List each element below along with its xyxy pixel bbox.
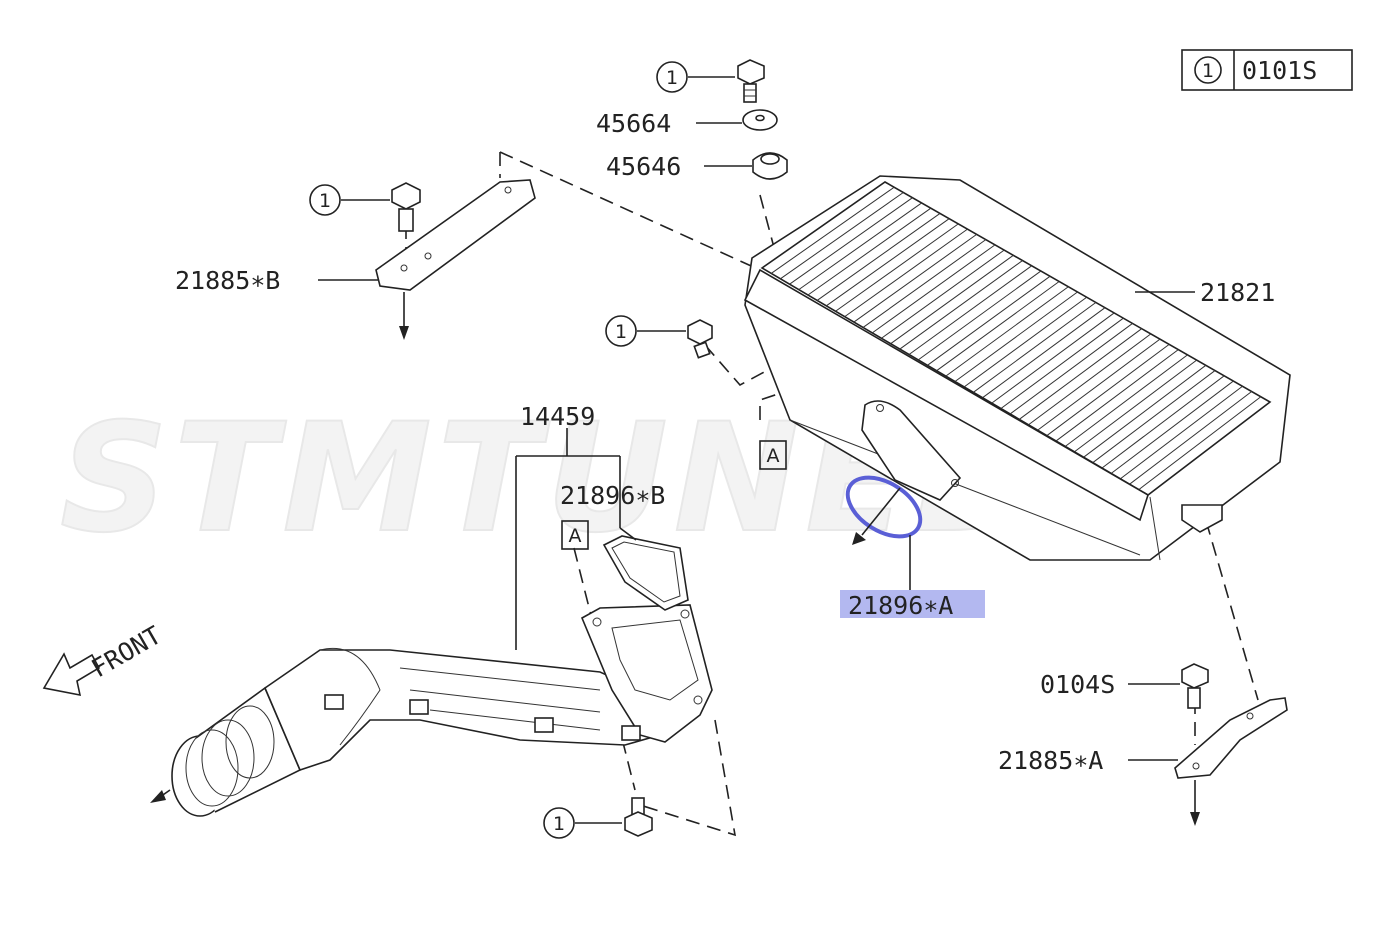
legend-circle-icon [1194,56,1222,84]
legend-ref: 1 [1202,60,1214,82]
label-14459: 14459 [520,402,595,431]
duct-14459 [171,604,713,817]
label-21896b: 21896∗B [560,481,665,510]
callout-1-top: 1 [666,67,678,89]
intercooler-21821 [743,175,1291,561]
bottom-bolt [624,797,653,837]
callout-1-mid: 1 [615,321,627,343]
callout-circle-icon [309,184,341,216]
legend-code: 0101S [1242,56,1317,85]
gasket-21896a [845,475,923,539]
label-45664: 45664 [596,109,671,138]
ref-marker-a-left [561,520,589,550]
bracket-21885b [375,179,536,291]
legend-box: 1 0101S [1181,49,1353,91]
ref-marker-a-right [759,440,787,470]
callout-circle-icon [605,315,637,347]
gasket-21896b [602,535,689,611]
label-45646: 45646 [606,152,681,181]
bracket-21885a [1174,663,1288,779]
label-21885b: 21885∗B [175,266,280,295]
arrow-down-icon [1190,812,1200,826]
top-bolt [737,59,765,103]
ref-marker-a-right-label: A [767,445,780,467]
ref-marker-a-left-label: A [569,525,582,547]
arrow-icon [150,790,166,803]
arrow-down-icon [399,326,409,340]
washer-45664 [742,109,778,131]
front-arrow-icon [42,652,101,697]
label-21821: 21821 [1200,278,1275,307]
mid-bolt [687,319,713,359]
callout-1-bracket: 1 [319,190,331,212]
callout-circle-icon [543,807,575,839]
callout-circle-icon [656,61,688,93]
label-0104s: 0104S [1040,670,1115,699]
callout-1-bottom: 1 [553,813,565,835]
label-21885a: 21885∗A [998,746,1103,775]
highlight-box [840,590,985,618]
front-label: FRONT [87,620,167,683]
arrow-icon [852,532,866,545]
grommet-45646 [752,152,788,180]
label-21896a: 21896∗A [848,591,953,620]
